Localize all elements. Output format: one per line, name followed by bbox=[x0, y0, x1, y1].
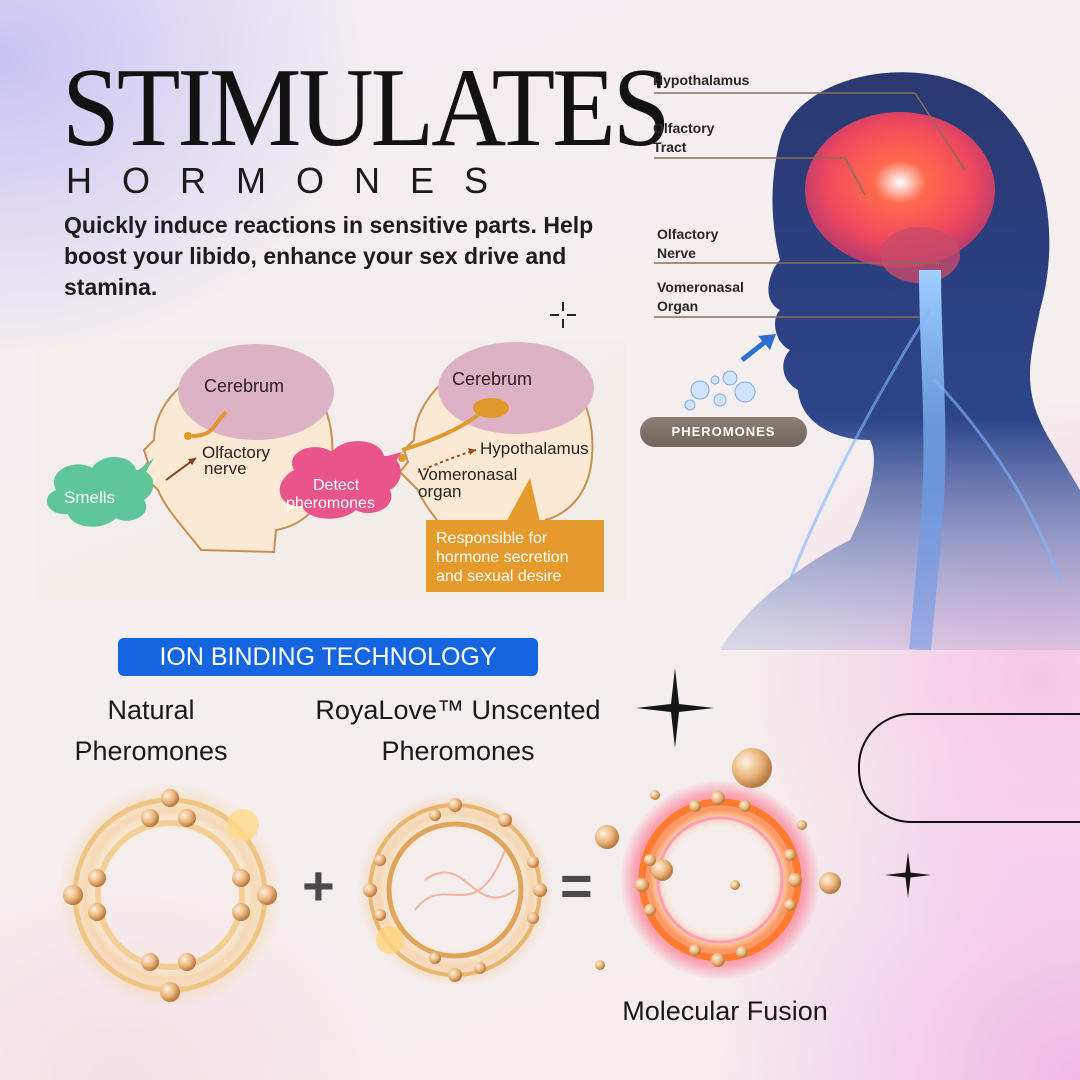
description-text: Quickly induce reactions in sensitive pa… bbox=[64, 212, 594, 300]
ion-binding-badge: ION BINDING TECHNOLOGY bbox=[118, 638, 538, 676]
brain-label-vomeronasal-organ: Vomeronasal Organ bbox=[657, 279, 744, 314]
molecular-fusion-label: Molecular Fusion bbox=[622, 996, 828, 1026]
pheromones-badge: PHEROMONES bbox=[640, 417, 807, 447]
natural-pheromone-ring bbox=[58, 783, 282, 1007]
sparkle-cross-icon bbox=[550, 302, 576, 328]
brain-label-hypothalamus: Hypothalamus bbox=[653, 72, 750, 88]
plus-sign: + bbox=[302, 854, 335, 917]
natural-pheromones-label: Natural Pheromones bbox=[74, 695, 228, 766]
callout-line-1: Responsible for bbox=[436, 530, 548, 547]
decorative-pill-outline bbox=[858, 713, 1080, 823]
detect-label-1: Detect bbox=[313, 477, 360, 494]
hypothalamus-label: Hypothalamus bbox=[480, 439, 589, 458]
callout-line-2: hormone secretion bbox=[436, 549, 569, 566]
vomeronasal-label-1: Vomeronasal bbox=[418, 465, 517, 484]
page-subtitle: HORMONES bbox=[66, 160, 519, 201]
page-title: STIMULATES bbox=[62, 45, 671, 170]
left-head-illustration bbox=[138, 344, 334, 554]
brain-label-olfactory-tract: Olfactory Tract bbox=[653, 120, 715, 155]
left-nerve-label-1: Olfactory bbox=[202, 443, 271, 462]
brain-label-olfactory-nerve: Olfactory Nerve bbox=[657, 226, 719, 261]
right-cerebrum-label: Cerebrum bbox=[452, 369, 532, 389]
callout-box bbox=[426, 520, 604, 592]
detect-pheromones-bubble bbox=[279, 441, 402, 519]
callout-line-3: and sexual desire bbox=[436, 568, 562, 585]
left-cerebrum-label: Cerebrum bbox=[204, 376, 284, 396]
sparkle-small-icon bbox=[885, 852, 931, 898]
equals-sign: = bbox=[560, 854, 593, 917]
smells-bubble bbox=[46, 456, 154, 527]
molecular-fusion-ring bbox=[595, 748, 841, 980]
smells-label: Smells bbox=[64, 488, 115, 507]
royalove-pheromones-label: RoyaLove™ Unscented Pheromones bbox=[315, 695, 601, 766]
detect-label-2: pheromones bbox=[286, 495, 375, 512]
royalove-pheromone-ring bbox=[357, 792, 553, 988]
vomeronasal-label-2: organ bbox=[418, 482, 461, 501]
right-head-illustration bbox=[398, 342, 594, 552]
olfactory-diagram: Cerebrum Olfactory nerve Smells Cerebrum… bbox=[36, 340, 626, 602]
sparkle-large-icon bbox=[636, 668, 714, 748]
pheromone-bubbles bbox=[684, 370, 756, 411]
left-nerve-label-2: nerve bbox=[204, 459, 247, 478]
brain-figure-illustration bbox=[654, 72, 1080, 650]
